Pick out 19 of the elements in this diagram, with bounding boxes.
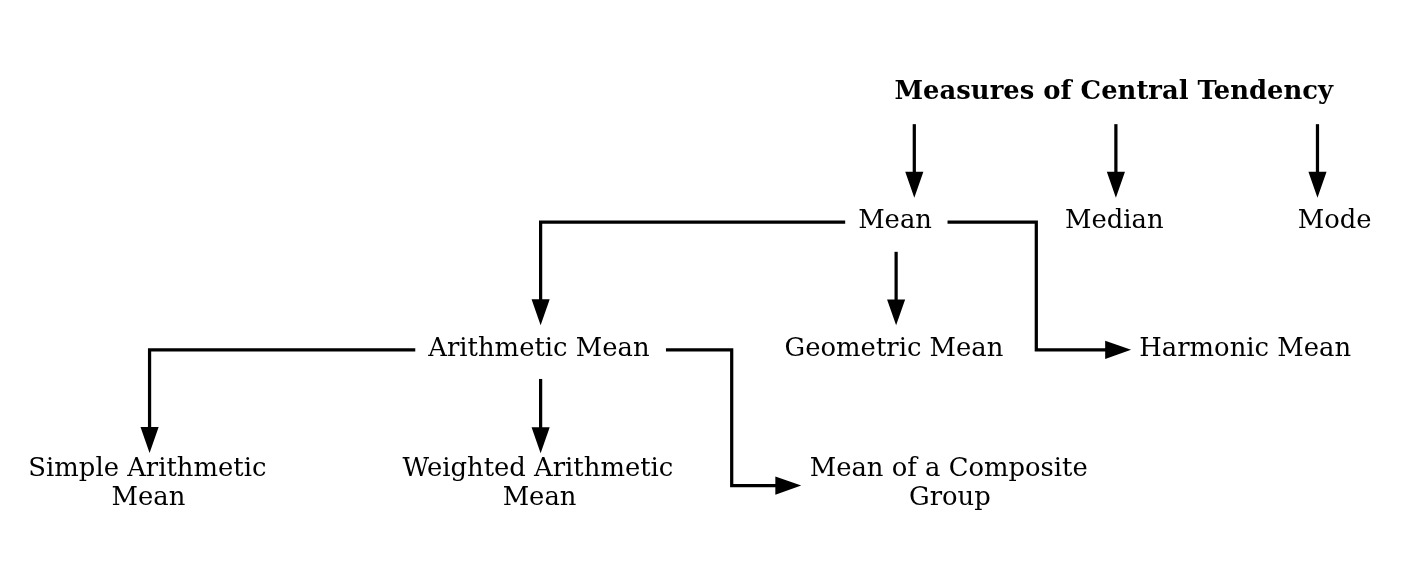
node-text: Mean of a Composite Group: [809, 451, 1088, 511]
node-text: Harmonic Mean: [1139, 332, 1352, 363]
arrow: [905, 124, 924, 198]
node-text: Arithmetic Mean: [428, 332, 650, 363]
node-text: Median: [1064, 204, 1164, 235]
arrow: [887, 251, 906, 326]
arrow: [1308, 124, 1327, 198]
node-text: Simple Arithmetic Mean: [28, 451, 267, 511]
arrow: [665, 348, 802, 495]
node-text: Mode: [1297, 204, 1372, 235]
arrow: [531, 378, 550, 454]
arrow: [531, 220, 846, 326]
arrow: [1106, 124, 1125, 198]
node-text: Weighted Arithmetic Mean: [402, 451, 674, 511]
node-text: Measures of Central Tendency: [894, 75, 1334, 106]
arrow: [140, 348, 416, 453]
node-text: Geometric Mean: [784, 332, 1004, 363]
arrow: [947, 220, 1132, 359]
node-text: Mean: [858, 204, 932, 235]
